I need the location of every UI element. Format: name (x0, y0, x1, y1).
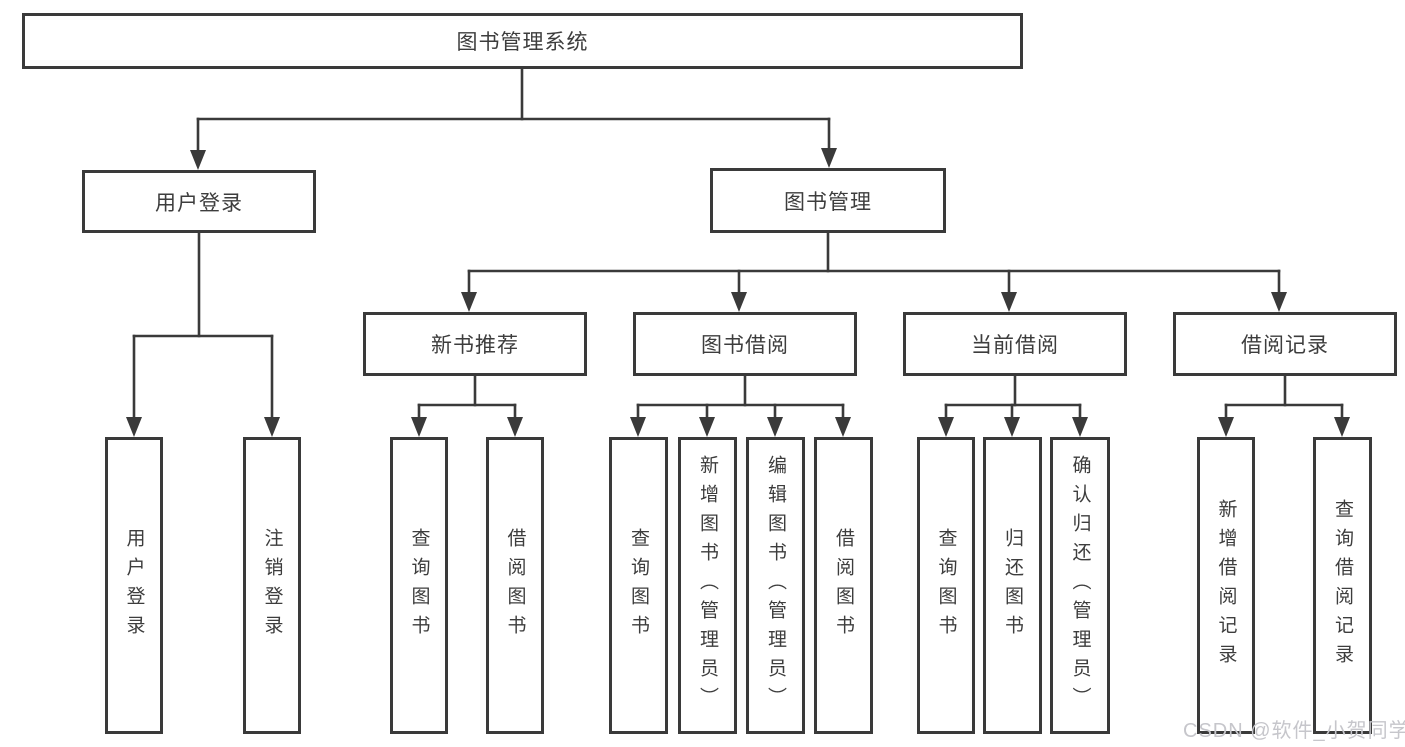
node-book-borrowing: 图书借阅 (633, 312, 857, 376)
watermark: CSDN @软件_小贺同学 (1183, 720, 1405, 742)
leaf-bb-query-books: 查询图书 (609, 437, 668, 734)
node-user-login: 用户登录 (82, 170, 316, 233)
leaf-cb-return-books: 归还图书 (983, 437, 1042, 734)
leaf-nb-query-books: 查询图书 (390, 437, 448, 734)
leaf-cb-query-books: 查询图书 (917, 437, 975, 734)
leaf-cb-confirm-return-admin: 确认归还（管理员） (1050, 437, 1110, 734)
leaf-bb-edit-books-admin: 编辑图书（管理员） (746, 437, 805, 734)
leaf-logout: 注销登录 (243, 437, 301, 734)
node-new-book-recommend: 新书推荐 (363, 312, 587, 376)
node-current-borrowing: 当前借阅 (903, 312, 1127, 376)
leaf-br-add-record: 新增借阅记录 (1197, 437, 1255, 734)
node-borrowing-records: 借阅记录 (1173, 312, 1397, 376)
leaf-user-login: 用户登录 (105, 437, 163, 734)
node-root: 图书管理系统 (22, 13, 1023, 69)
leaf-nb-borrow-books: 借阅图书 (486, 437, 544, 734)
leaf-bb-add-books-admin: 新增图书（管理员） (678, 437, 737, 734)
leaf-bb-borrow-books: 借阅图书 (814, 437, 873, 734)
node-book-management: 图书管理 (710, 168, 946, 233)
leaf-br-query-record: 查询借阅记录 (1313, 437, 1372, 734)
